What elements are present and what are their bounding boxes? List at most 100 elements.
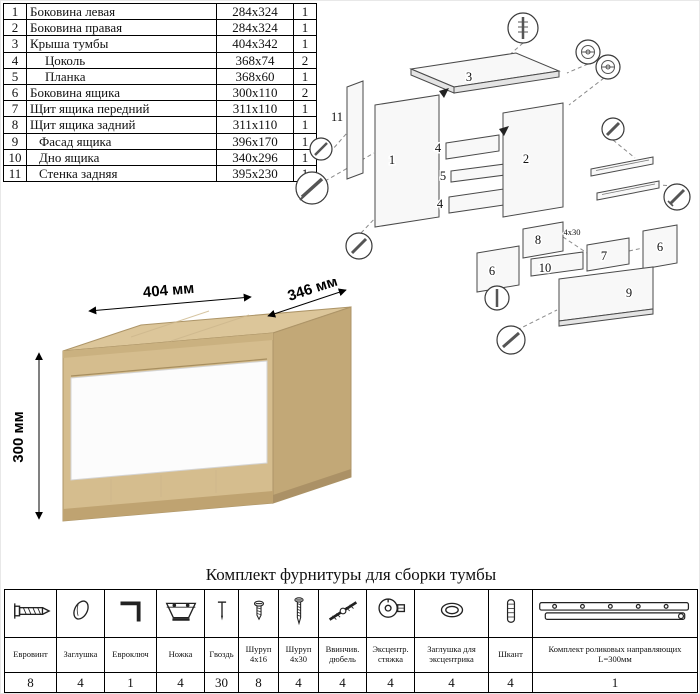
part-name: Боковина правая (26, 19, 217, 37)
part-name: Щит ящика передний (26, 100, 217, 118)
width-dimension-line (88, 293, 252, 315)
rail-groove (601, 183, 656, 195)
part-number: 4 (3, 51, 27, 69)
panel-drawer-bottom (530, 251, 584, 277)
diagram-label-top: 3 (466, 70, 472, 84)
nail-icon (217, 601, 226, 621)
hw-item-qty: 4 (414, 672, 489, 693)
width-dimension-label: 404 мм (142, 280, 195, 301)
part-size: 284x324 (216, 19, 294, 37)
hw-item-label: Шкант (488, 637, 533, 673)
part-name: Цоколь (26, 51, 217, 69)
diagram-label-drawer-bottom: 10 (539, 261, 552, 275)
rail-groove (595, 159, 650, 171)
part-name: Боковина левая (26, 2, 217, 21)
hw-item-qty: 8 (4, 672, 57, 693)
depth-dimension-line (267, 288, 347, 318)
panel-top-edge-left (410, 68, 455, 94)
hw-item-label: Евроключ (104, 637, 157, 673)
panel-plinth-b (448, 187, 512, 214)
hw-icon-cell (278, 589, 319, 638)
panel-drawer-side-left (476, 245, 520, 293)
part-qty: 2 (293, 51, 317, 69)
height-dimension-label: 300 мм (10, 411, 27, 462)
part-number: 2 (3, 19, 27, 37)
panel-bar (450, 163, 506, 183)
cam-icon (601, 60, 615, 74)
hw-icon-cell (156, 589, 205, 638)
cabinet-top-edge (63, 333, 273, 358)
cam-cap-icon (440, 602, 463, 618)
hw-item-qty: 4 (488, 672, 533, 693)
leg-icon (165, 602, 196, 621)
drawer-front-panel (70, 360, 268, 481)
part-name: Дно ящика (26, 148, 217, 167)
part-qty: 1 (293, 19, 317, 37)
hw-item-label: Заглушка для эксцентрика (414, 637, 489, 673)
hw-icon-cell (238, 589, 279, 638)
hw-icon-cell (366, 589, 415, 638)
part-size: 396x170 (216, 132, 294, 150)
diagram-label-back-wall: 11 (331, 110, 343, 124)
part-name: Боковина ящика (26, 84, 217, 102)
drawer-rail-right (596, 180, 660, 201)
hw-icon-cell (56, 589, 105, 638)
part-name: Крыша тумбы (26, 35, 217, 53)
part-size: 368x60 (216, 67, 294, 86)
part-number: 10 (3, 148, 27, 167)
part-qty: 1 (293, 116, 317, 134)
diagram-label-drawer-back: 8 (535, 233, 541, 247)
diagram-label-facade: 9 (626, 286, 632, 300)
hw-item-label: Гвоздь (204, 637, 239, 673)
part-number: 8 (3, 116, 27, 134)
part-size: 311x110 (216, 100, 294, 118)
part-number: 1 (3, 2, 27, 21)
part-size: 368x74 (216, 51, 294, 69)
confirmat-screw-icon (299, 177, 324, 201)
part-number: 6 (3, 84, 27, 102)
panel-drawer-side-right (642, 224, 678, 270)
panel-back-wall (346, 80, 364, 180)
part-name: Щит ящика задний (26, 116, 217, 134)
wood-grain (110, 310, 250, 502)
part-name: Стенка задняя (26, 165, 217, 183)
diagram-label-screw-size: 4х30 (564, 227, 581, 237)
part-qty: 1 (293, 35, 317, 53)
part-number: 9 (3, 132, 27, 150)
part-size: 284x324 (216, 2, 294, 21)
rail-icon (539, 602, 690, 620)
cabinet-plinth (63, 491, 273, 521)
product-render: 404 мм 346 мм 300 мм (10, 279, 352, 522)
part-qty: 1 (293, 67, 317, 86)
screw-4x30-icon (293, 597, 304, 626)
diagram-label-drawer-side-left: 6 (489, 264, 495, 278)
part-number: 3 (3, 35, 27, 53)
diagram-label-plinth-b: 4 (437, 197, 444, 211)
hw-item-qty: 8 (238, 672, 279, 693)
hw-icon-cell (414, 589, 489, 638)
cam-lock-icon (377, 598, 405, 618)
hw-icon-cell (104, 589, 157, 638)
hw-icon-cell (4, 589, 57, 638)
diagram-label-bar: 5 (440, 169, 446, 183)
dowel-icon (506, 599, 515, 623)
hw-item-label: Евровинт (4, 637, 57, 673)
hw-item-label: Эксцентр. стяжка (366, 637, 415, 673)
screw-icon (350, 237, 368, 255)
screw-icon (502, 331, 520, 349)
diagram-label-left-side: 1 (389, 153, 395, 167)
diagram-label-drawer-front: 7 (601, 249, 607, 263)
drawer-rail-left (590, 156, 654, 177)
hw-item-label: Шуруп 4х16 (238, 637, 279, 673)
part-qty: 1 (293, 2, 317, 21)
diagram-label-plinth-a: 4 (435, 141, 442, 155)
hw-icon-cell (532, 589, 698, 638)
